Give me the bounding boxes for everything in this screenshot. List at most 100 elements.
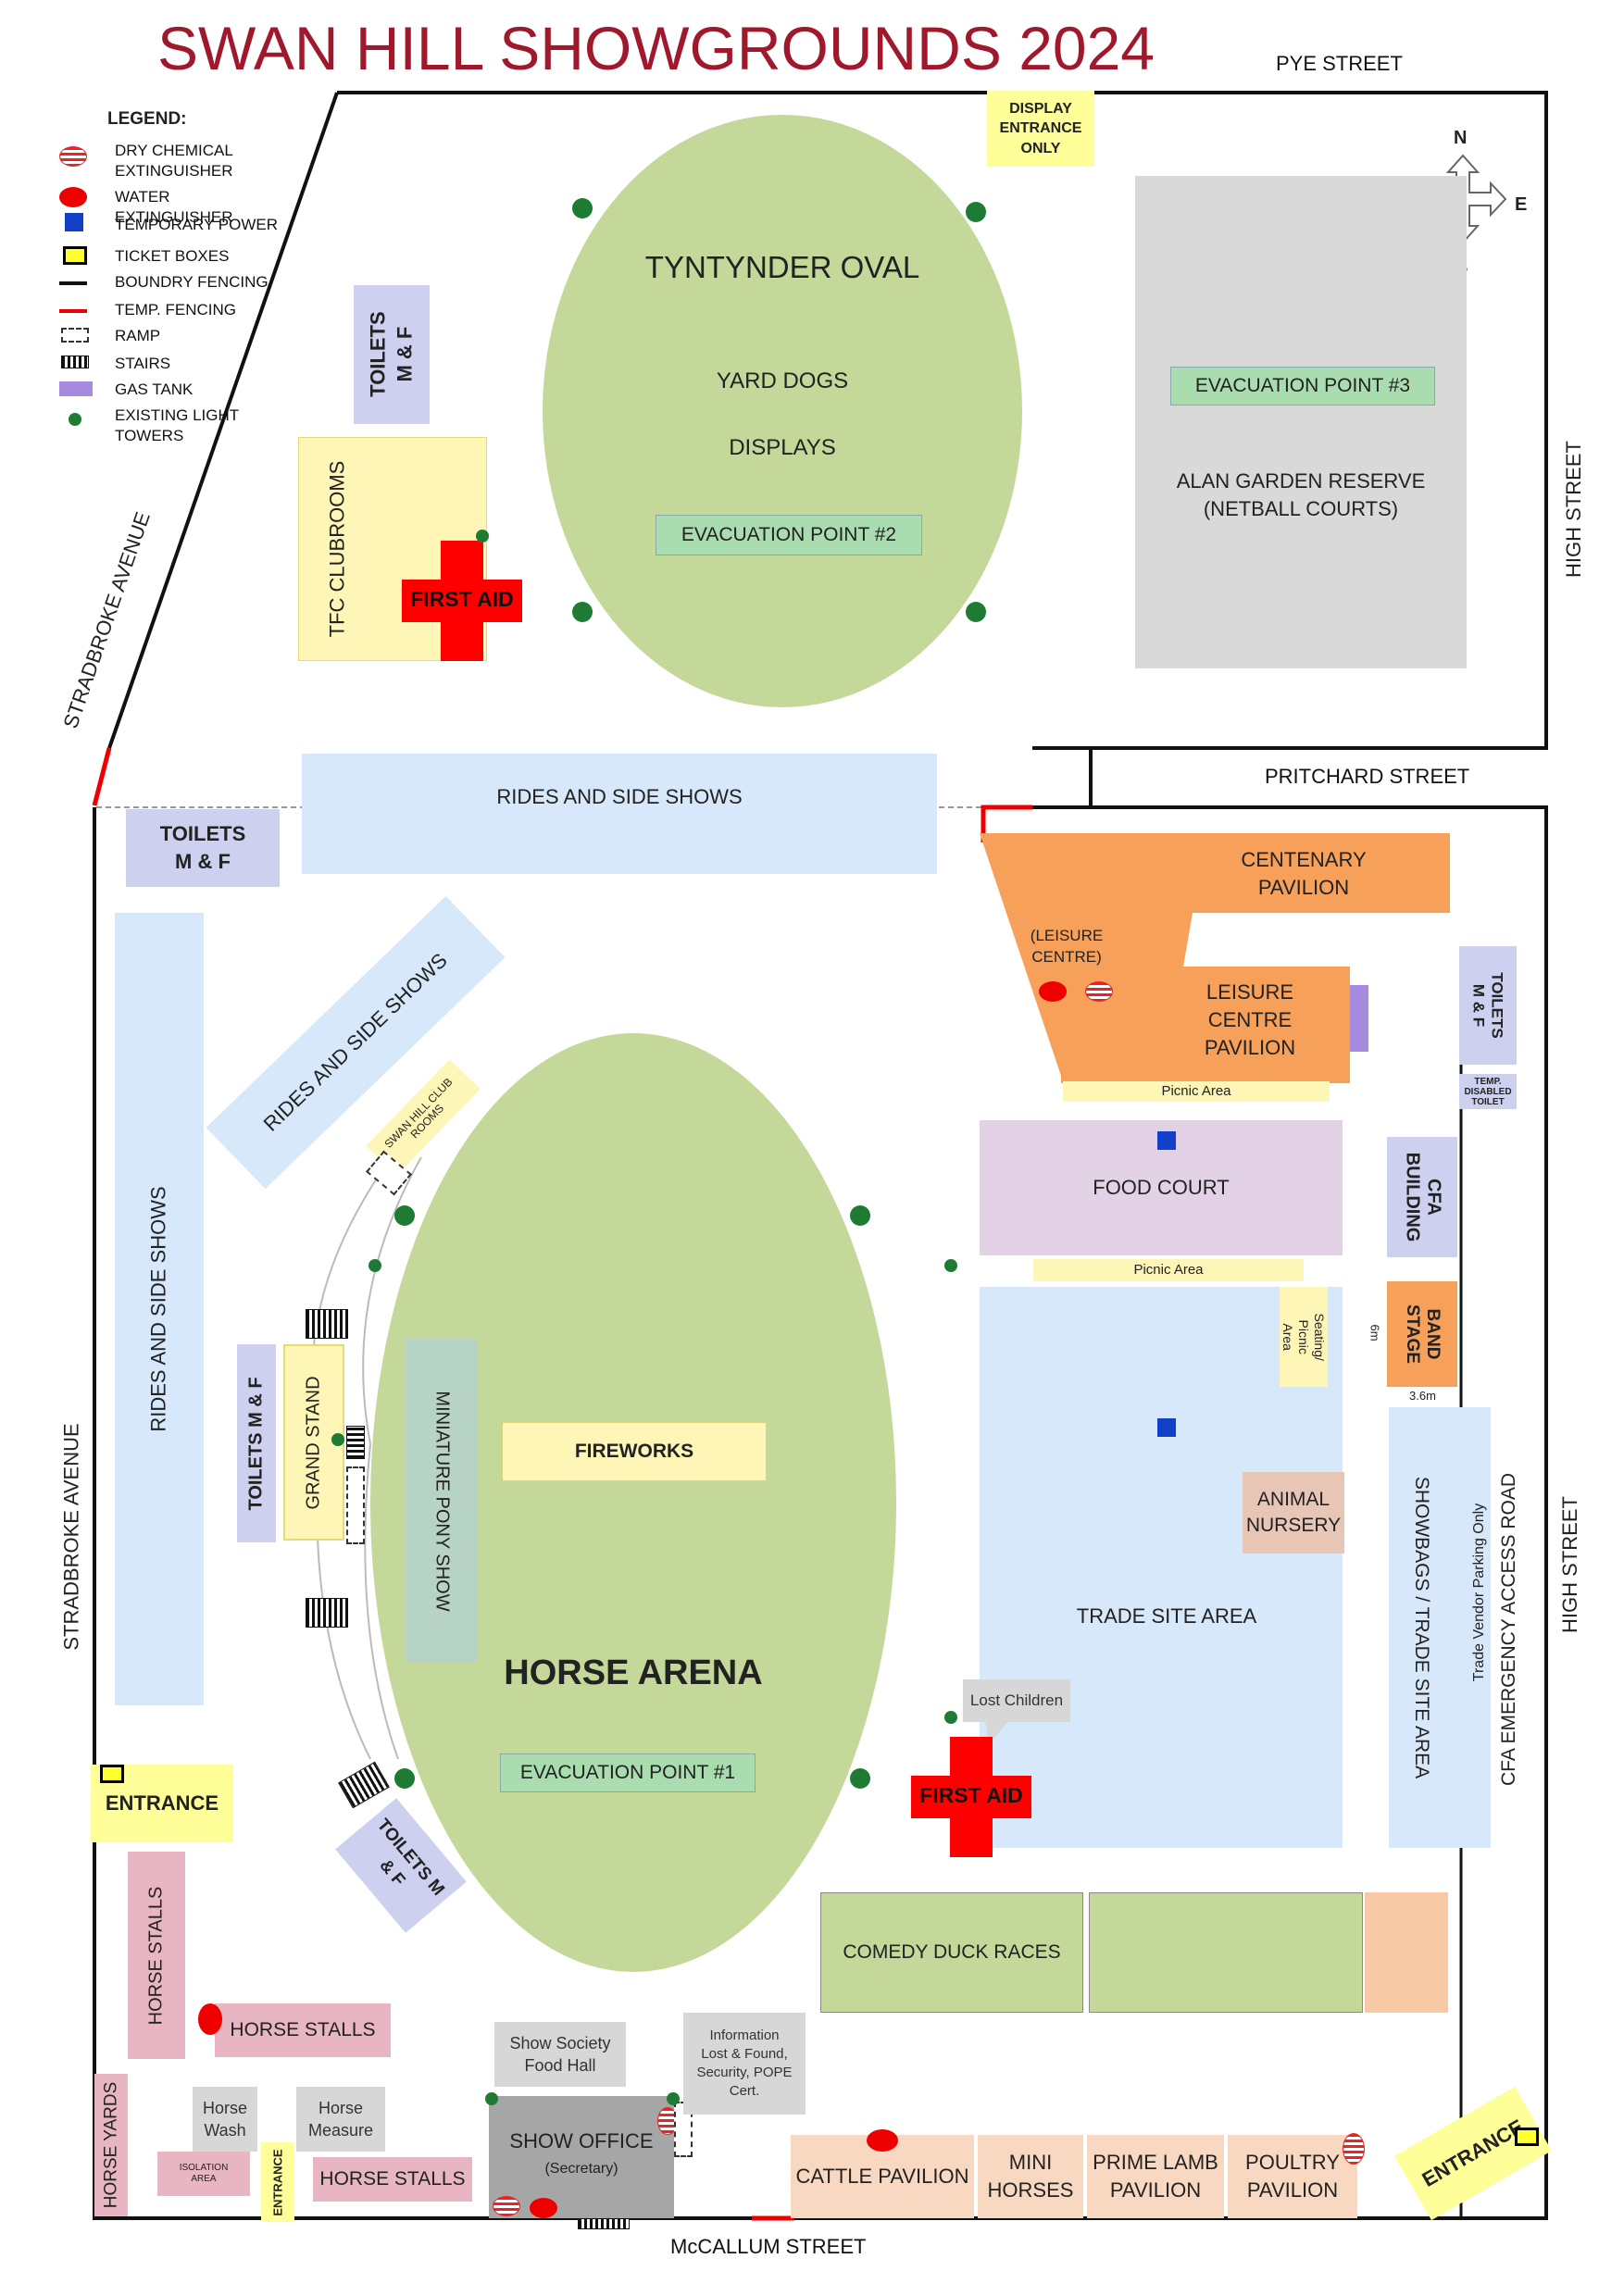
tyntynder-oval (543, 115, 1022, 707)
tyntynder-oval-label: TYNTYNDER OVAL (644, 250, 920, 284)
band-stage: BAND STAGE (1387, 1281, 1457, 1387)
dry-chemical-extinguisher-icon (493, 2196, 520, 2216)
horse-measure-label: Horse Measure (296, 2087, 385, 2152)
centenary-pavilion-label: CENTENARY PAVILION (1241, 848, 1367, 899)
street-pritchard: PRITCHARD STREET (1265, 765, 1470, 788)
stairs-icon (306, 1309, 348, 1339)
boundary-diagonal (107, 92, 339, 749)
map-title: SWAN HILL SHOWGROUNDS 2024 (157, 14, 1156, 82)
mini-horses: MINI HORSES (978, 2135, 1083, 2218)
boundary-north-block (337, 91, 1548, 750)
entrance-small: ENTRANCE (261, 2142, 294, 2222)
secretary-label: (Secretary) (544, 2161, 618, 2177)
toilets-right: TOILETS M & F (1459, 946, 1517, 1065)
picnic-area-top: Picnic Area (1063, 1081, 1330, 1102)
light-tower-icon (966, 602, 986, 622)
yard-dogs-label: YARD DOGS (716, 368, 849, 393)
rides-side-shows-top (302, 754, 937, 874)
first-aid-cross-top-icon (402, 541, 522, 661)
legend-item-water: WATER EXTINGUISHER (115, 188, 233, 227)
temp-fence-stradbroke (92, 747, 112, 806)
band-stage-36m: 3.6m (1409, 1389, 1436, 1403)
light-tower-icon (394, 1768, 415, 1789)
first-aid-cross-bottom-icon (911, 1737, 1031, 1857)
light-tower-icon (331, 1433, 344, 1446)
temporary-power-icon (1157, 1131, 1176, 1150)
leisure-centre-pavilion-shape (980, 833, 1450, 1083)
light-tower-icon (667, 2092, 680, 2105)
picnic-area-mid: Picnic Area (1033, 1259, 1304, 1281)
water-extinguisher-icon (867, 2129, 898, 2152)
street-high-bottom: HIGH STREET (1558, 1496, 1581, 1633)
evacuation-point-3: EVACUATION POINT #3 (1170, 367, 1435, 406)
legend-item-gas: GAS TANK (115, 381, 194, 398)
evacuation-point-1: EVACUATION POINT #1 (500, 1753, 756, 1792)
stairs-icon (61, 356, 89, 368)
leisure-centre-pavilion-label: LEISURE CENTRE PAVILION (1204, 980, 1296, 1059)
light-tower-icon (485, 2092, 498, 2105)
show-society-food-hall: Show Society Food Hall (494, 2022, 626, 2087)
duck-races-annex (1089, 1892, 1363, 2013)
ticket-box-icon (1515, 2128, 1539, 2146)
legend-item-dry-chemical: DRY CHEMICAL EXTINGUISHER (115, 142, 233, 181)
horse-yards: HORSE YARDS (94, 2074, 128, 2216)
light-tower-icon (572, 602, 593, 622)
toilets-top: TOILETS M & F (354, 285, 430, 424)
trade-site-label: TRADE SITE AREA (1076, 1604, 1257, 1628)
ticket-box-icon (63, 246, 87, 265)
track-inner (362, 1156, 422, 1760)
horse-stalls-2: HORSE STALLS (313, 2157, 472, 2202)
legend-item-boundary: BOUNDRY FENCING (115, 273, 269, 291)
light-tower-icon (966, 202, 986, 222)
information-bubble: Information Lost & Found, Security, POPE… (683, 2013, 806, 2115)
lost-children-label: Lost Children (963, 1679, 1070, 1722)
showbags-trade-site: SHOWBAGS / TRADE SITE AREA (1389, 1407, 1491, 1848)
prime-lamb-pavilion: PRIME LAMB PAVILION (1087, 2135, 1224, 2218)
temporary-power-icon (1157, 1418, 1176, 1437)
seating-picnic-area: Seating/ Picnic Area (1280, 1287, 1328, 1387)
isolation-area: ISOLATION AREA (157, 2152, 250, 2196)
light-tower-icon (944, 1711, 957, 1724)
ramp-icon (346, 1466, 365, 1544)
pavilion-annex-salmon (1365, 1892, 1448, 2013)
displays-label: DISPLAYS (729, 435, 836, 460)
legend-item-light-tower: EXISTING LIGHT TOWERS (115, 406, 239, 445)
band-stage-6m: 6m (1368, 1324, 1382, 1341)
light-tower-icon (394, 1205, 415, 1226)
leisure-centre-small-label: (LEISURE CENTRE) (1030, 927, 1104, 966)
ramp-icon (61, 328, 89, 343)
dry-chemical-extinguisher-icon (59, 146, 87, 167)
temporary-power-icon (65, 213, 83, 231)
legend: LEGEND: DRY CHEMICAL EXTINGUISHER WATER … (56, 109, 287, 452)
horse-stalls-vertical: HORSE STALLS (128, 1852, 185, 2059)
light-tower-icon (476, 530, 489, 543)
dry-chemical-extinguisher-icon (1343, 2133, 1365, 2165)
boundary-fence-icon (59, 281, 87, 285)
rides-top-label: RIDES AND SIDE SHOWS (496, 785, 743, 808)
cfa-emergency-access-road: CFA EMERGENCY ACCESS ROAD (1498, 1472, 1519, 1787)
stairs-icon (578, 2218, 630, 2229)
legend-item-stairs: STAIRS (115, 355, 171, 372)
compass-n: N (1454, 128, 1468, 148)
water-extinguisher-icon (59, 187, 87, 207)
temp-fence-centenary (981, 805, 1032, 842)
poultry-pavilion: POULTRY PAVILION (1228, 2135, 1357, 2218)
water-extinguisher-icon (1039, 981, 1067, 1002)
cfa-building: CFA BUILDING (1387, 1137, 1457, 1257)
toilets-mf-top-left: TOILETS M & F (126, 809, 280, 887)
horse-arena-label: HORSE ARENA (504, 1653, 763, 1693)
toilets-left: TOILETS M & F (237, 1344, 276, 1542)
light-tower-icon (944, 1259, 957, 1272)
legend-item-temp-fence: TEMP. FENCING (115, 301, 236, 318)
gas-tank-icon (1350, 985, 1368, 1052)
legend-item-ramp: RAMP (115, 327, 161, 344)
first-aid-bottom-label: FIRST AID (919, 1783, 1023, 1808)
street-pye: PYE STREET (1276, 52, 1403, 75)
dry-chemical-extinguisher-icon (1085, 981, 1113, 1002)
alan-garden-label: ALAN GARDEN RESERVE (NETBALL COURTS) (1176, 469, 1426, 520)
light-tower-icon (369, 1259, 381, 1272)
display-entrance: DISPLAY ENTRANCE ONLY (987, 91, 1094, 167)
legend-heading: LEGEND: (107, 109, 187, 129)
street-mccallum: McCALLUM STREET (670, 2235, 867, 2258)
light-tower-icon (850, 1205, 870, 1226)
